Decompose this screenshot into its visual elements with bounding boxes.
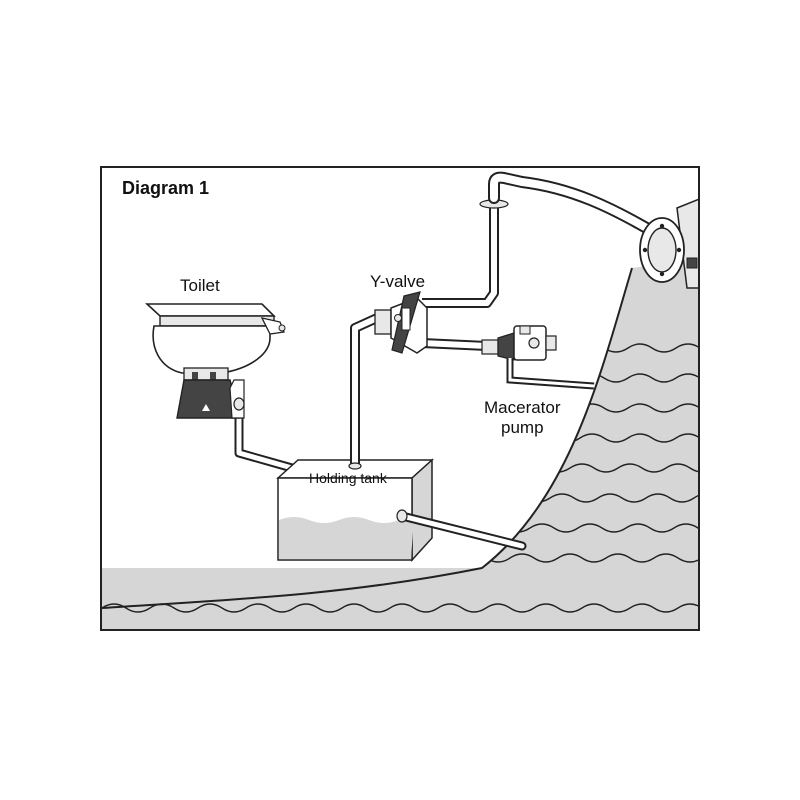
pipe-yvalve-to-deck — [422, 199, 509, 308]
thru-hull-fitting — [639, 198, 698, 289]
pipe-toilet-to-tank — [234, 408, 294, 473]
pipe-yvalve-to-macerator — [417, 338, 492, 351]
pipe-tank-to-yvalve — [348, 313, 380, 470]
plumbing-diagram — [102, 171, 698, 629]
toilet-label: Toilet — [180, 276, 220, 295]
diagram-frame: Diagram 1 Toilet Y-valve Macerator pump … — [100, 166, 700, 631]
macerator-label-line2: pump — [501, 418, 544, 437]
y-valve-label: Y-valve — [370, 272, 426, 291]
holding-tank-label: Holding tank — [309, 470, 387, 486]
macerator-label-line1: Macerator — [484, 398, 561, 417]
macerator-pump — [481, 325, 595, 390]
bottom-water — [102, 568, 698, 629]
deck-hose — [488, 171, 656, 236]
pipe-tank-to-seacock — [396, 509, 527, 551]
diagram-title: Diagram 1 — [122, 178, 210, 198]
toilet — [144, 303, 286, 419]
hull-line — [102, 267, 633, 609]
y-valve — [374, 291, 428, 354]
macerator-pump-label: Macerator pump — [484, 398, 561, 438]
